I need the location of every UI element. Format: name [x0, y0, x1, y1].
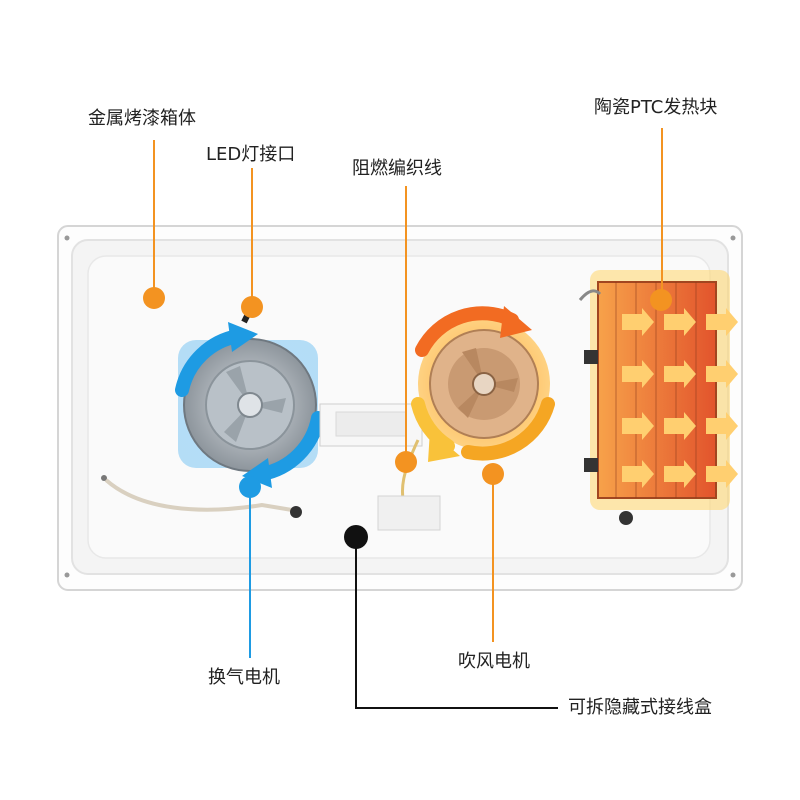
ptc-heater: [578, 270, 738, 525]
blower-fan: [411, 306, 555, 462]
callout-dot-blower-motor: [482, 463, 504, 485]
label-metal-box: 金属烤漆箱体: [88, 108, 196, 129]
label-led-port: LED灯接口: [206, 144, 296, 165]
label-ptc-block: 陶瓷PTC发热块: [594, 97, 718, 118]
label-exchange-motor: 换气电机: [208, 667, 280, 688]
label-flame-wire: 阻燃编织线: [352, 158, 442, 179]
callout-lines: [153, 128, 663, 709]
label-junction-box: 可拆隐藏式接线盒: [568, 697, 712, 718]
callout-dot-junction-box: [344, 525, 368, 549]
callout-dot-exchange-motor: [239, 476, 261, 498]
callout-dot-flame-wire: [395, 451, 417, 473]
callout-dot-ptc-block: [650, 289, 672, 311]
label-blower-motor: 吹风电机: [458, 651, 530, 672]
exchange-fan: [175, 304, 325, 488]
callout-dot-led-port: [241, 296, 263, 318]
callout-dot-metal-box: [143, 287, 165, 309]
